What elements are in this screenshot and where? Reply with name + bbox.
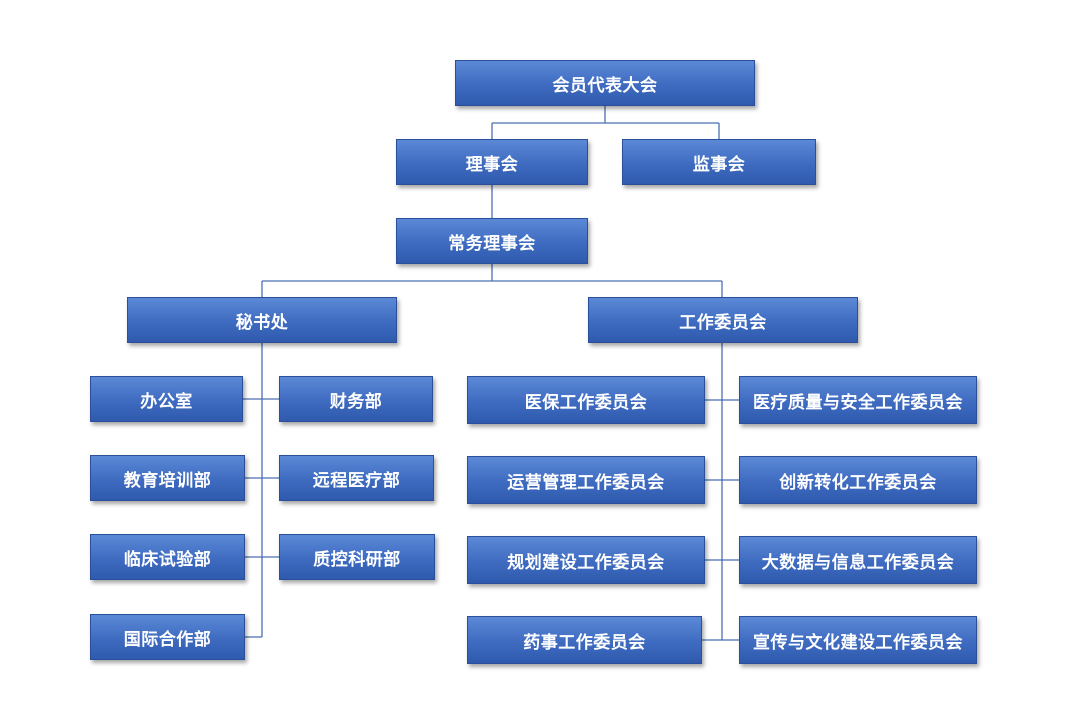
- node-medical-insurance: 医保工作委员会: [467, 376, 705, 424]
- node-work-committees: 工作委员会: [588, 297, 858, 343]
- node-bigdata: 大数据与信息工作委员会: [739, 536, 977, 584]
- node-quality-safety: 医疗质量与安全工作委员会: [739, 376, 977, 424]
- node-publicity: 宣传与文化建设工作委员会: [739, 616, 977, 664]
- node-office: 办公室: [90, 376, 243, 422]
- node-pharmacy: 药事工作委员会: [467, 616, 702, 664]
- node-telemedicine: 远程医疗部: [279, 455, 434, 501]
- node-planning: 规划建设工作委员会: [467, 536, 705, 584]
- node-council: 理事会: [396, 139, 588, 185]
- node-clinical-trials: 临床试验部: [90, 534, 245, 580]
- node-qc-research: 质控科研部: [279, 534, 435, 580]
- node-innovation: 创新转化工作委员会: [739, 456, 977, 504]
- node-operations: 运营管理工作委员会: [467, 456, 705, 504]
- node-secretariat: 秘书处: [127, 297, 397, 343]
- node-standing-council: 常务理事会: [396, 218, 588, 264]
- node-international: 国际合作部: [90, 614, 245, 660]
- node-education: 教育培训部: [90, 455, 245, 501]
- node-assembly: 会员代表大会: [455, 60, 755, 106]
- node-supervisory: 监事会: [622, 139, 816, 185]
- node-finance: 财务部: [279, 376, 433, 422]
